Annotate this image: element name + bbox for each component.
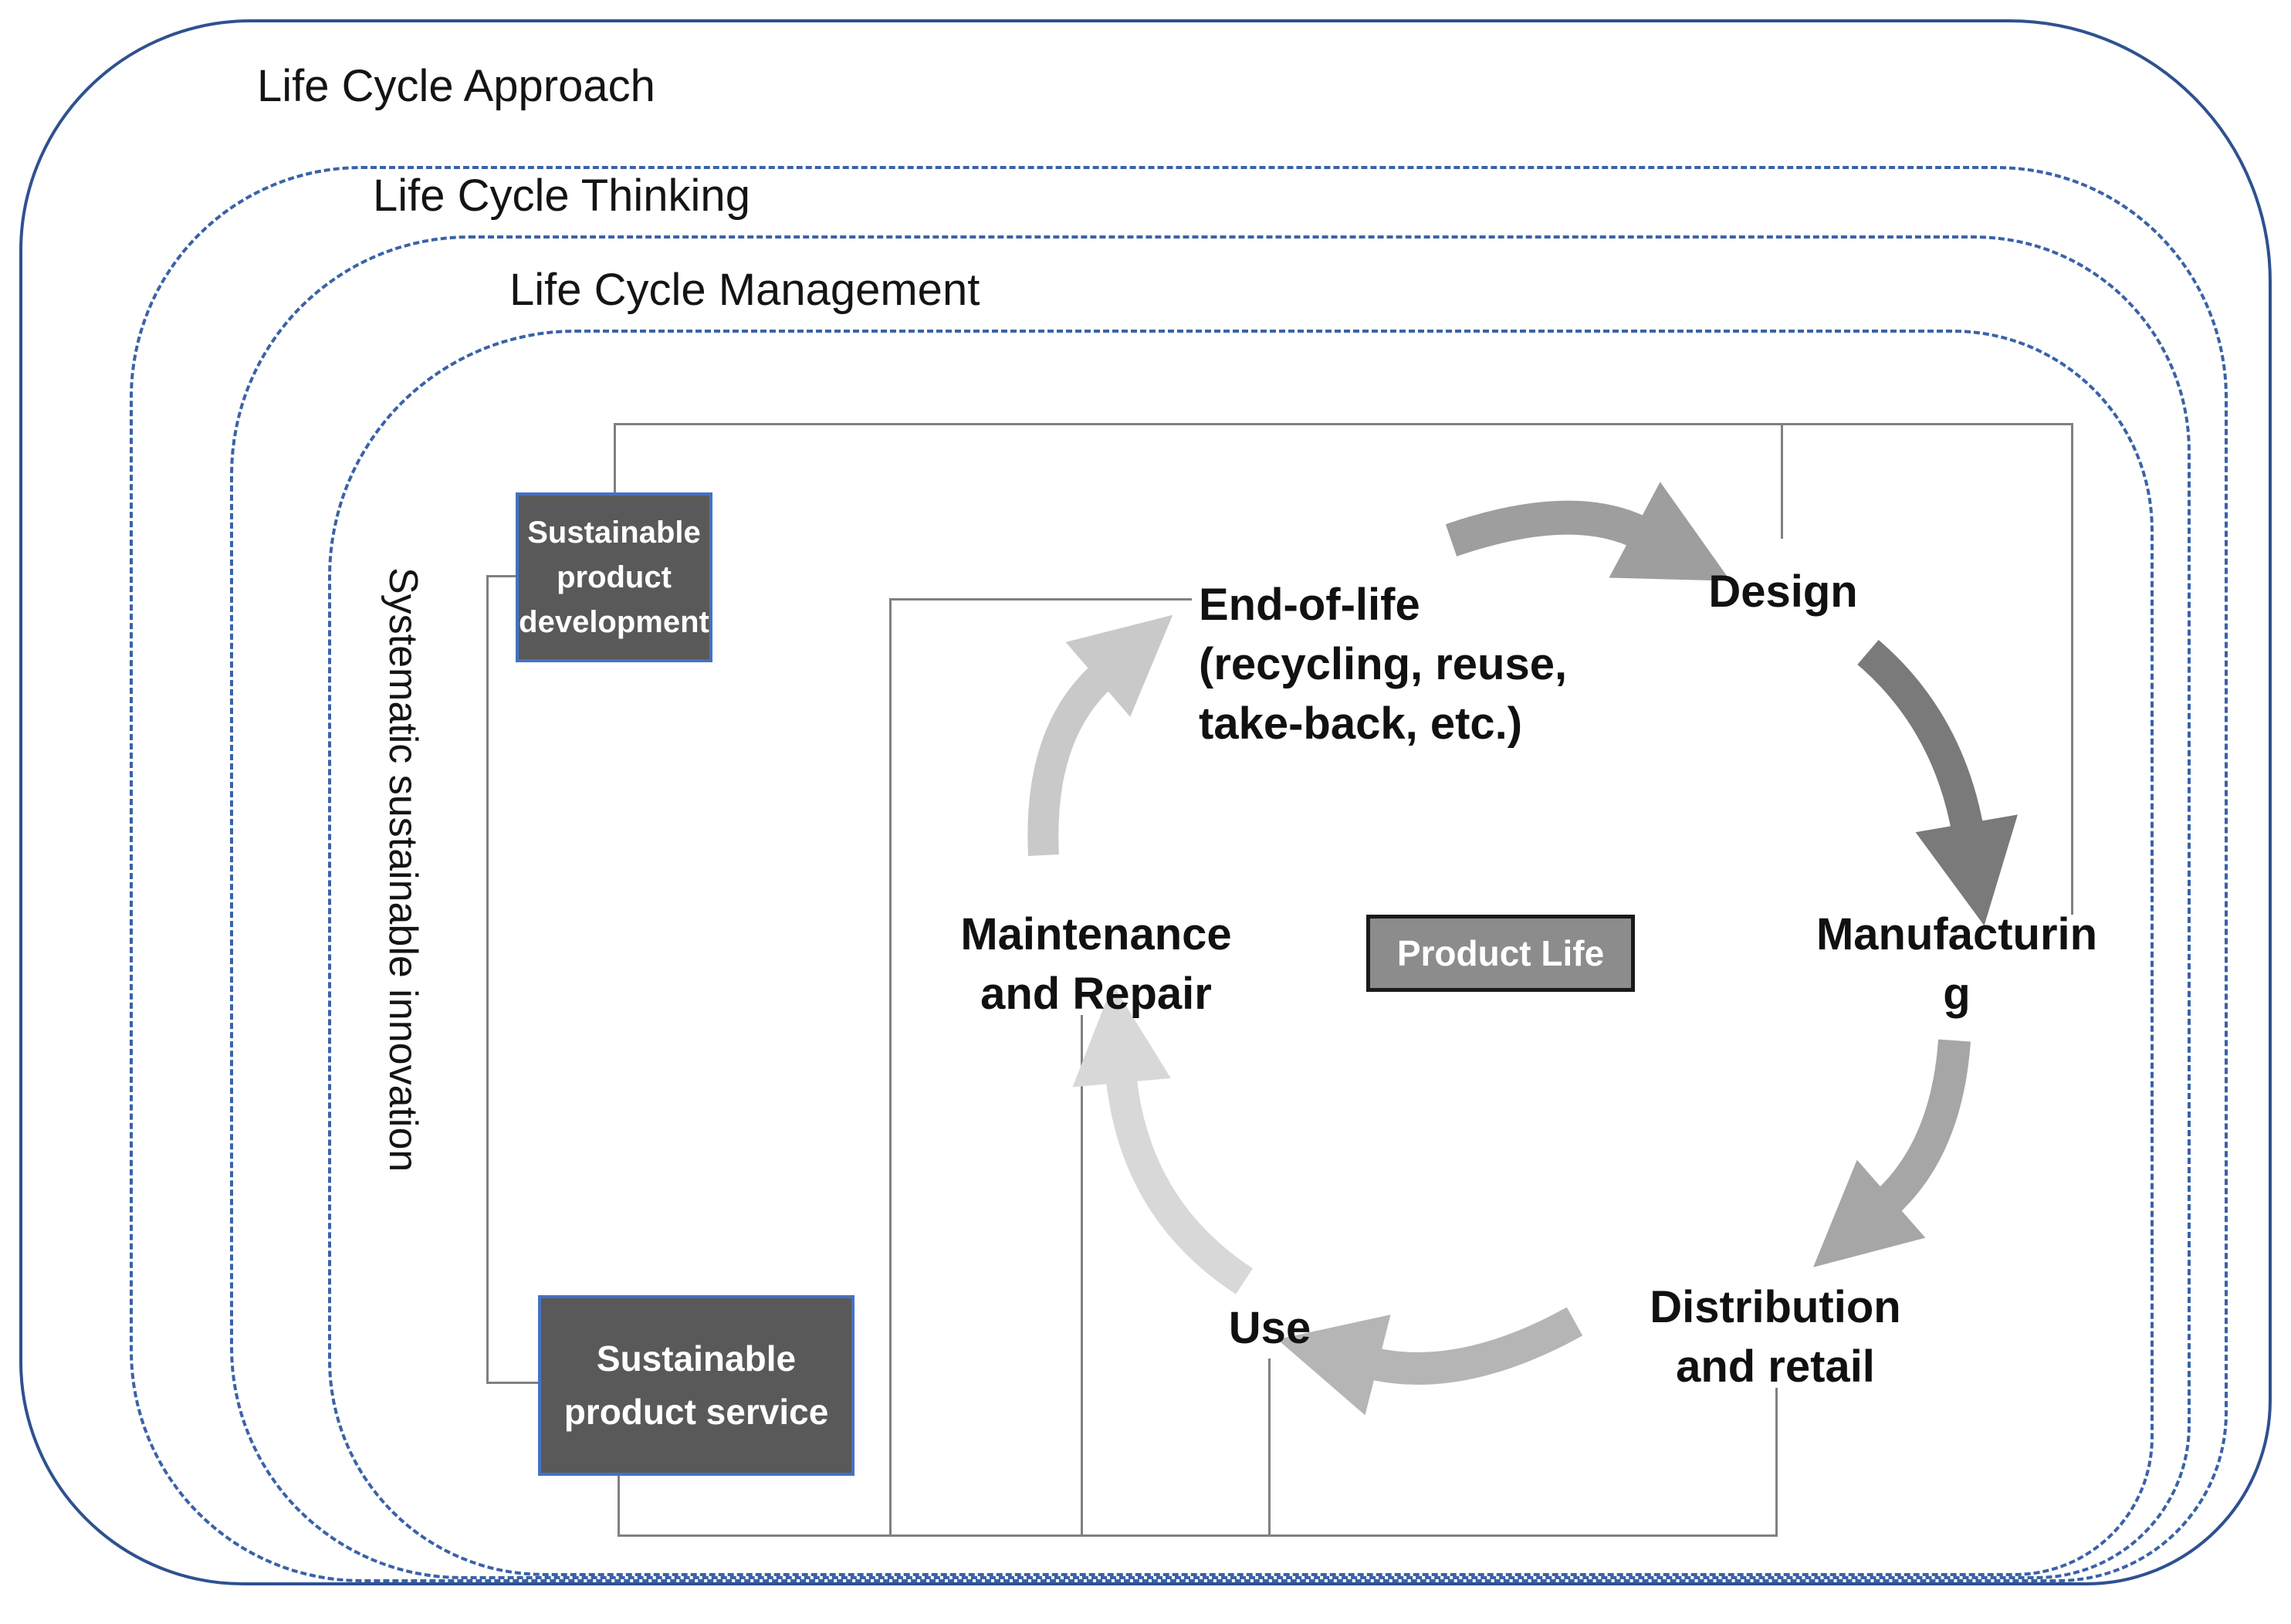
- box-line: product service: [563, 1392, 829, 1432]
- ring-label-life-cycle-management: Life Cycle Management: [509, 265, 980, 315]
- arrow-manufacturing-to-distribution: [1813, 1039, 1971, 1267]
- connector-development-box-top: [614, 423, 616, 494]
- stage-line: End-of-life: [1199, 580, 1420, 630]
- ring-label-systematic-sustainable-innovation: Systematic sustainable innovation: [381, 567, 425, 1172]
- connector-maintenance-drop: [1081, 1015, 1083, 1536]
- connector-left-vertical: [486, 575, 489, 1383]
- stage-line: and Repair: [980, 969, 1212, 1020]
- arrow-distribution-to-use: [1277, 1307, 1583, 1416]
- stage-design: Design: [1708, 567, 1858, 617]
- product-life-box: Product Life: [1366, 915, 1635, 992]
- connector-design-drop: [1781, 423, 1783, 539]
- box-line: product: [557, 560, 672, 594]
- product-life-label: Product Life: [1396, 933, 1605, 973]
- connector-distribution-drop: [1775, 1388, 1778, 1536]
- stage-line: (recycling, reuse,: [1199, 639, 1568, 690]
- ring-life-cycle-management-border: [230, 235, 2191, 1579]
- connector-top-horizontal: [615, 423, 2073, 425]
- arrow-use-to-maintenance: [1072, 984, 1254, 1294]
- connector-use-drop: [1268, 1358, 1271, 1536]
- stage-end-of-life: End-of-life (recycling, reuse, take-back…: [1199, 575, 1569, 753]
- box-line: development: [519, 605, 709, 639]
- stage-line: Maintenance: [960, 909, 1232, 959]
- ring-label-life-cycle-approach: Life Cycle Approach: [257, 61, 655, 111]
- connector-bottom-horizontal: [618, 1534, 1778, 1537]
- stage-use: Use: [1228, 1303, 1311, 1353]
- stage-distribution-and-retail: Distribution and retail: [1629, 1277, 1922, 1396]
- ring-systematic-innovation-border: [328, 330, 2154, 1576]
- box-line: Sustainable: [596, 1338, 797, 1379]
- ring-life-cycle-approach-border: [19, 19, 2272, 1585]
- stage-line: take-back, etc.): [1199, 699, 1523, 749]
- box-line: Sustainable: [527, 516, 701, 550]
- stage-line: g: [1943, 969, 1971, 1020]
- connector-manufacturing-drop: [2071, 423, 2073, 915]
- stage-maintenance-and-repair: Maintenance and Repair: [942, 905, 1250, 1023]
- stage-line: Manufacturin: [1816, 909, 2098, 959]
- ring-life-cycle-thinking-border: [130, 166, 2228, 1582]
- stage-line: Distribution: [1650, 1282, 1901, 1332]
- sustainable-product-development-box: Sustainable product development: [516, 492, 712, 662]
- ring-label-life-cycle-thinking: Life Cycle Thinking: [373, 171, 750, 221]
- connector-end-of-life-vertical: [889, 598, 892, 1536]
- stage-manufacturing: Manufacturin g: [1814, 905, 2100, 1023]
- arrow-end-of-life-to-design: [1445, 482, 1731, 581]
- arrow-design-to-manufacturing: [1857, 640, 2018, 926]
- sustainable-product-service-box: Sustainable product service: [538, 1295, 854, 1476]
- connector-service-box-bottom: [618, 1476, 620, 1536]
- stage-line: and retail: [1676, 1341, 1875, 1392]
- arrow-maintenance-to-end-of-life: [1027, 614, 1173, 856]
- connector-end-of-life-horizontal: [889, 598, 1192, 601]
- connector-service-box-left: [486, 1382, 540, 1384]
- connector-development-box-left: [486, 575, 517, 577]
